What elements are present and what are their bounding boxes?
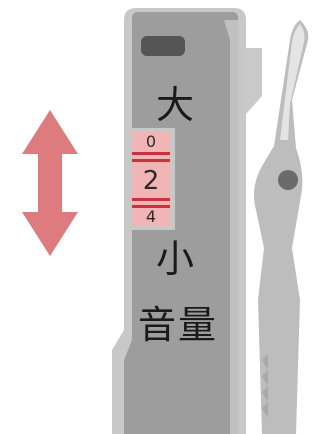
min-volume-label: 小 [155, 237, 194, 281]
dial-wheel[interactable] [132, 132, 170, 226]
clip-teeth [262, 354, 268, 418]
dial-line [132, 159, 170, 162]
up-down-arrow-icon [22, 110, 78, 256]
volume-dial[interactable] [127, 128, 175, 230]
dial-line [132, 205, 170, 208]
max-volume-label: 大 [155, 83, 194, 127]
dial-line [132, 198, 170, 201]
clip-arm-highlight [280, 24, 305, 140]
clip-arm [254, 20, 309, 434]
dial-digit-upper: 0 [145, 132, 157, 151]
volume-title: 音量 [137, 303, 218, 347]
dial-digit-current: 2 [142, 166, 160, 196]
dial-digit-lower: 4 [145, 207, 157, 226]
slot-icon [141, 36, 185, 56]
dial-line [132, 152, 170, 155]
pivot-icon [278, 170, 298, 190]
body-right-bevel [224, 20, 238, 434]
device-body [112, 8, 246, 434]
body-front [124, 12, 238, 434]
